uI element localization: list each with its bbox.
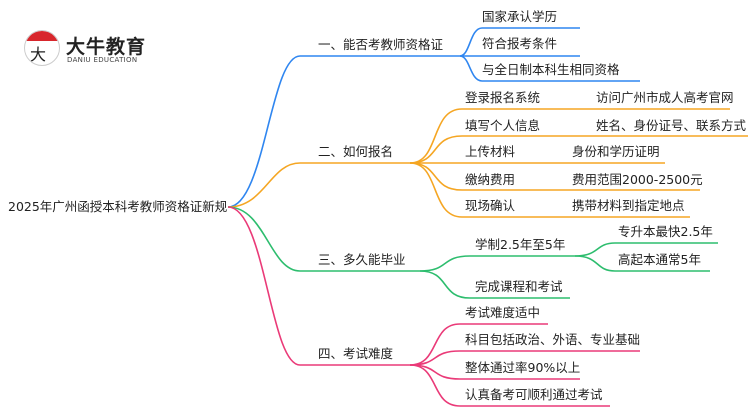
logo-subtitle: DANIU EDUCATION [67, 56, 138, 64]
subtopic[interactable]: 缴纳费用 [465, 172, 516, 187]
detail-topic[interactable]: 高起本通常5年 [618, 252, 701, 267]
branch-topic-2[interactable]: 二、如何报名 [318, 144, 394, 159]
subtopic[interactable]: 上传材料 [465, 144, 516, 159]
branch3-connectors [227, 206, 718, 299]
branch-topic-3[interactable]: 三、多久能毕业 [318, 252, 406, 267]
detail-topic[interactable]: 身份和学历证明 [572, 144, 660, 159]
detail-topic[interactable]: 访问广州市成人高考官网 [596, 90, 734, 105]
branch1-connectors [227, 27, 640, 208]
subtopic[interactable]: 国家承认学历 [482, 9, 558, 24]
logo-glyph: 大牛 [30, 45, 47, 64]
logo: 大牛 大牛教育 DANIU EDUCATION [22, 28, 172, 72]
branch-topic-4[interactable]: 四、考试难度 [318, 346, 394, 361]
branch-topic-1[interactable]: 一、能否考教师资格证 [318, 37, 444, 52]
logo-mark: 大牛 [24, 30, 60, 66]
subtopic[interactable]: 完成课程和考试 [475, 279, 563, 294]
subtopic[interactable]: 与全日制本科生相同资格 [482, 62, 620, 77]
detail-topic[interactable]: 姓名、身份证号、联系方式 [596, 118, 747, 133]
detail-topic[interactable]: 费用范围2000-2500元 [572, 172, 703, 187]
branch2-connectors [227, 108, 748, 218]
subtopic[interactable]: 登录报名系统 [465, 90, 541, 105]
logo-name: 大牛教育 [66, 36, 147, 58]
subtopic[interactable]: 认真备考可顺利通过考试 [465, 387, 603, 402]
branch4-connectors [227, 206, 640, 407]
subtopic[interactable]: 科目包括政治、外语、专业基础 [465, 332, 641, 347]
subtopic[interactable]: 填写个人信息 [465, 118, 541, 133]
root-topic[interactable]: 2025年广州函授本科考教师资格证新规 [8, 199, 228, 214]
subtopic[interactable]: 整体通过率90%以上 [465, 360, 581, 375]
subtopic[interactable]: 现场确认 [465, 198, 516, 213]
subtopic[interactable]: 符合报考条件 [482, 36, 558, 51]
subtopic[interactable]: 考试难度适中 [465, 305, 541, 320]
subtopic[interactable]: 学制2.5年至5年 [475, 237, 566, 252]
detail-topic[interactable]: 携带材料到指定地点 [572, 198, 685, 213]
detail-topic[interactable]: 专升本最快2.5年 [618, 224, 713, 239]
